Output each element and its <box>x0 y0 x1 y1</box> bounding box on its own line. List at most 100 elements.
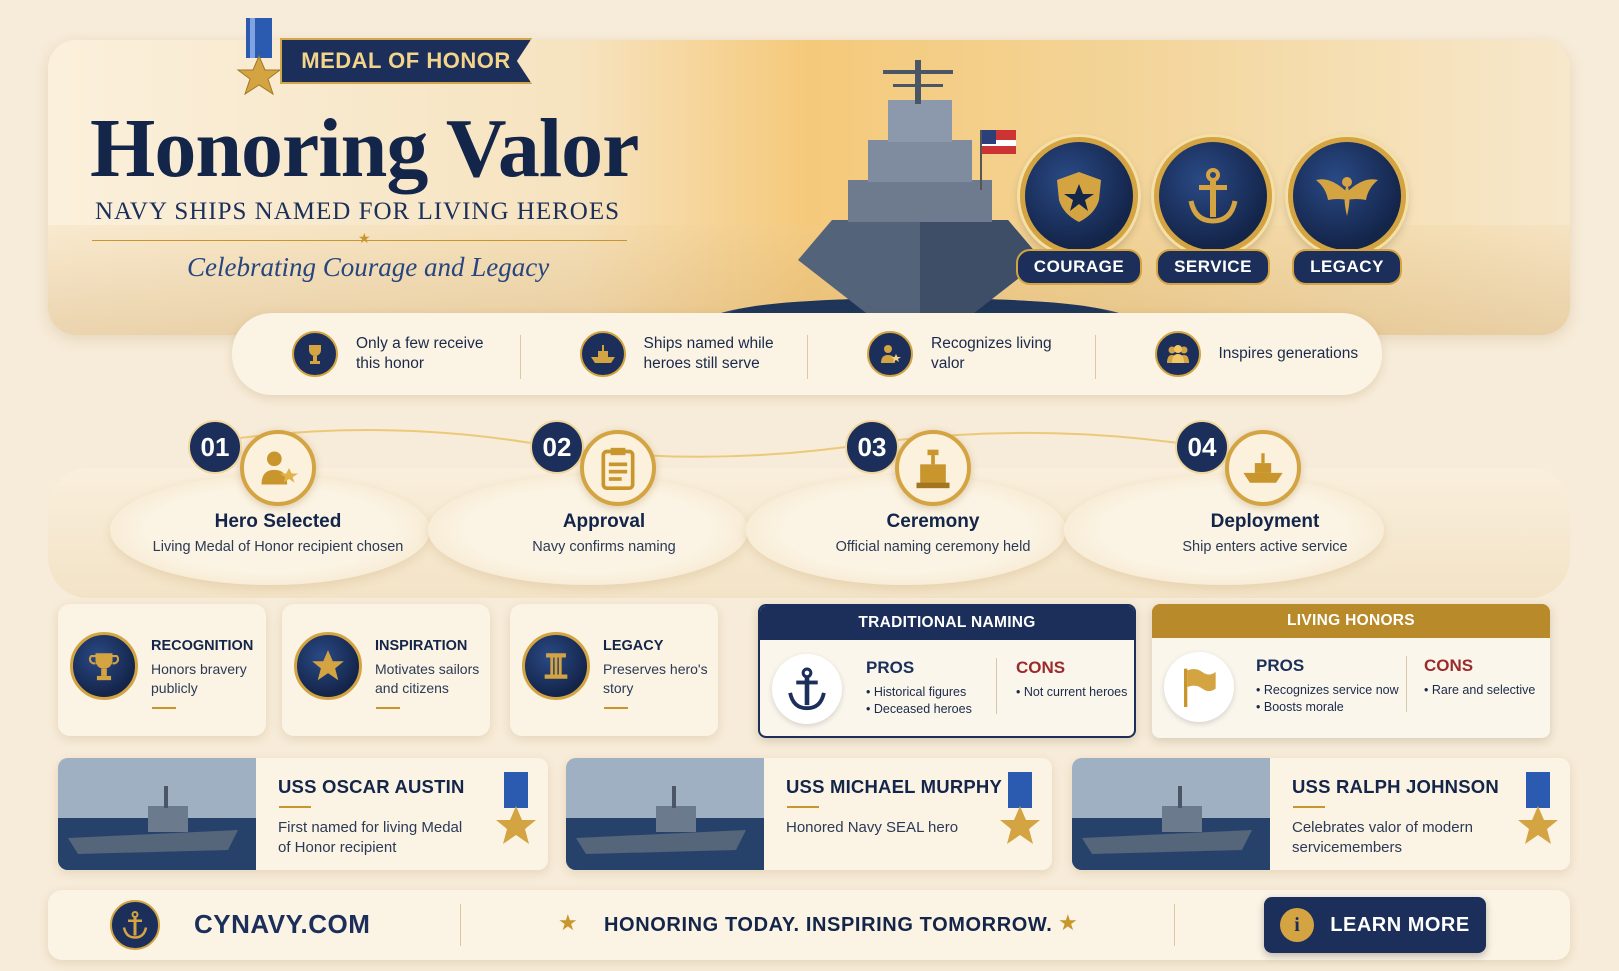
step-title: Deployment <box>1210 511 1320 532</box>
step-number: 03 <box>845 420 899 474</box>
divider <box>1406 656 1407 712</box>
divider <box>460 904 461 946</box>
pros-item: • Boosts morale <box>1256 700 1344 714</box>
benefit-card-inspiration: INSPIRATION Motivates sailors and citize… <box>282 604 490 736</box>
benefit-desc: Motivates sailors and citizens <box>375 661 480 696</box>
medal-icon <box>1000 772 1040 844</box>
fact-item: Recognizes living valor <box>807 331 1095 379</box>
flag-icon <box>1164 652 1234 722</box>
tagline: Celebrating Courage and Legacy <box>187 252 550 282</box>
anchor-icon <box>1154 137 1272 255</box>
value-label: SERVICE <box>1156 249 1270 285</box>
step-desc: Living Medal of Honor recipient chosen <box>152 539 404 555</box>
step-desc: Ship enters active service <box>1182 539 1348 555</box>
fact-text: Inspires generations <box>1218 345 1359 362</box>
step-title: Ceremony <box>886 511 980 532</box>
fact-item: Ships named while heroes still serve <box>519 331 808 379</box>
podium-icon <box>895 430 971 506</box>
trophy-icon <box>70 632 138 700</box>
timeline-path <box>239 429 1201 458</box>
divider <box>279 806 311 808</box>
value-badge-service: SERVICE <box>1152 137 1274 285</box>
divider <box>376 707 400 709</box>
facts-bar: Only a few receive this honor Ships name… <box>232 313 1382 395</box>
cons-item: • Rare and selective <box>1424 683 1536 697</box>
fact-text: Only a few receive this honor <box>356 335 484 372</box>
column-icon <box>522 632 590 700</box>
eagle-icon <box>1288 137 1406 255</box>
group-icon <box>1154 331 1201 377</box>
ship-desc: Honored Navy SEAL hero <box>786 819 959 836</box>
benefit-card-legacy: LEGACY Preserves hero's story <box>510 604 718 736</box>
pros-column: PROS • Historical figures • Deceased her… <box>866 658 972 718</box>
medal-of-honor-badge: MEDAL OF HONOR <box>280 38 532 84</box>
value-label: LEGACY <box>1292 249 1402 285</box>
ship-name: USS MICHAEL MURPHY <box>786 776 1003 797</box>
value-label: COURAGE <box>1015 249 1143 285</box>
pros-item: • Recognizes service now <box>1256 683 1399 697</box>
ship-icon <box>1225 430 1301 506</box>
ship-card: USS OSCAR AUSTIN First named for living … <box>58 758 548 870</box>
benefit-title: LEGACY <box>603 638 664 654</box>
fact-text: Ships named while heroes still serve <box>643 335 774 372</box>
pros-label: PROS <box>866 658 915 677</box>
ship-photo <box>1072 758 1270 870</box>
medal-icon <box>236 18 282 96</box>
ship-card: USS RALPH JOHNSON Celebrates valor of mo… <box>1072 758 1570 870</box>
pros-label: PROS <box>1256 656 1305 675</box>
site-link[interactable]: CYNAVY.COM <box>194 909 371 939</box>
fact-item: Inspires generations <box>1094 331 1383 379</box>
card-header: LIVING HONORS <box>1152 604 1550 638</box>
anchor-icon <box>110 900 160 950</box>
step-platform <box>428 475 748 585</box>
ship-desc: First named for living Medal of Honor re… <box>278 819 463 856</box>
slogan: HONORING TODAY. INSPIRING TOMORROW. <box>604 914 1053 936</box>
divider <box>1293 806 1325 808</box>
person-star-icon <box>867 331 913 377</box>
cons-column: CONS • Rare and selective <box>1424 656 1535 699</box>
living-honors-card: LIVING HONORS PROS • Recognizes service … <box>1152 604 1550 738</box>
benefit-title: RECOGNITION <box>151 638 254 654</box>
ship-icon <box>579 331 626 377</box>
learn-more-button[interactable]: i LEARN MORE <box>1264 897 1486 953</box>
page-subtitle: NAVY SHIPS NAMED FOR LIVING HEROES <box>95 198 621 225</box>
ship-photo <box>566 758 764 870</box>
cons-label: CONS <box>1424 656 1474 675</box>
pros-item: • Deceased heroes <box>866 702 972 716</box>
pros-item: • Historical figures <box>866 685 967 699</box>
divider <box>152 707 176 709</box>
ship-photo <box>58 758 256 870</box>
step-number: 04 <box>1175 420 1229 474</box>
benefit-desc: Honors bravery publicly <box>151 661 247 696</box>
star-icon: ★ <box>558 910 578 935</box>
cons-item: • Not current heroes <box>1016 685 1128 699</box>
ship-name: USS OSCAR AUSTIN <box>278 776 465 797</box>
trophy-icon <box>292 331 338 377</box>
step-number: 02 <box>530 420 584 474</box>
value-badge-courage: COURAGE <box>1015 137 1143 285</box>
star-icon: ★ <box>358 230 371 246</box>
anchor-icon <box>772 654 842 724</box>
button-label: LEARN MORE <box>1330 913 1470 936</box>
star-icon: ★ <box>1058 910 1078 935</box>
benefit-title: INSPIRATION <box>375 638 468 654</box>
step-title: Hero Selected <box>214 511 342 532</box>
ship-name: USS RALPH JOHNSON <box>1292 776 1499 797</box>
medal-icon <box>1518 772 1558 844</box>
hero-banner: COURAGE SERVICE LEGACY <box>48 40 1570 335</box>
step-desc: Navy confirms naming <box>532 539 676 555</box>
medal-icon <box>496 772 536 844</box>
page-title: Honoring Valor <box>90 102 639 195</box>
divider <box>92 240 627 241</box>
divider <box>996 658 997 714</box>
cons-label: CONS <box>1016 658 1066 677</box>
person-star-icon <box>240 430 316 506</box>
value-badge-legacy: LEGACY <box>1286 137 1408 285</box>
benefit-card-recognition: RECOGNITION Honors bravery publicly <box>58 604 266 736</box>
step-platform <box>1064 475 1384 585</box>
step-number: 01 <box>188 420 242 474</box>
shield-star-icon <box>1020 137 1138 255</box>
card-header: TRADITIONAL NAMING <box>760 606 1134 640</box>
ship-card: USS MICHAEL MURPHY Honored Navy SEAL her… <box>566 758 1052 870</box>
traditional-naming-card: TRADITIONAL NAMING PROS • Historical fig… <box>758 604 1136 738</box>
